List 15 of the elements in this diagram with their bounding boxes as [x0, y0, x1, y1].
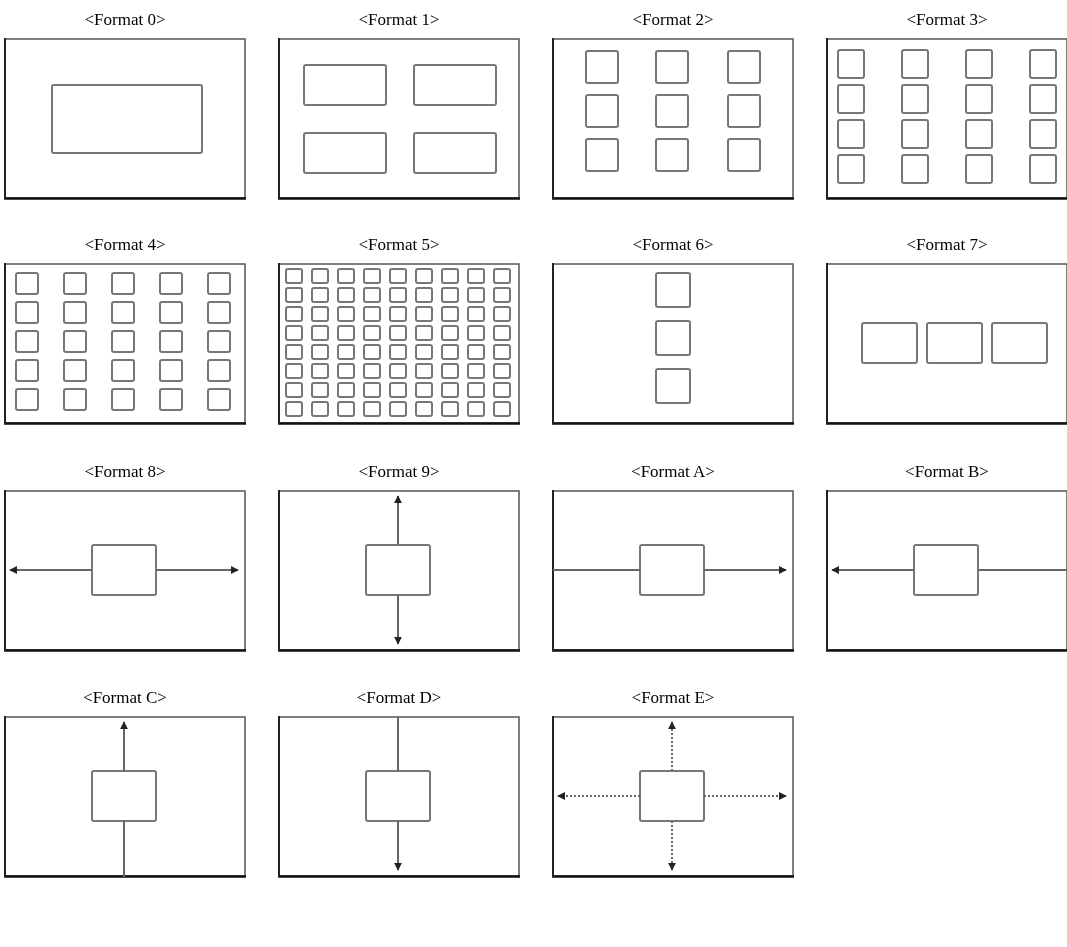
panel-title: <Format B>: [905, 462, 989, 482]
panel-title: <Format 3>: [906, 10, 988, 30]
panel-title: <Format D>: [356, 688, 442, 708]
panel-title: <Format 9>: [358, 462, 440, 482]
panel-title: <Format A>: [631, 462, 715, 482]
panel-title: <Format 6>: [632, 235, 714, 255]
panel-title: <Format 2>: [632, 10, 714, 30]
panel-title: <Format 7>: [906, 235, 988, 255]
panel-title: <Format 5>: [358, 235, 440, 255]
panel-title: <Format 8>: [84, 462, 166, 482]
panel-title: <Format 4>: [84, 235, 166, 255]
panel-title: <Format 0>: [84, 10, 166, 30]
panel-title: <Format 1>: [358, 10, 440, 30]
panel-title: <Format C>: [83, 688, 167, 708]
panel-title: <Format E>: [631, 688, 715, 708]
